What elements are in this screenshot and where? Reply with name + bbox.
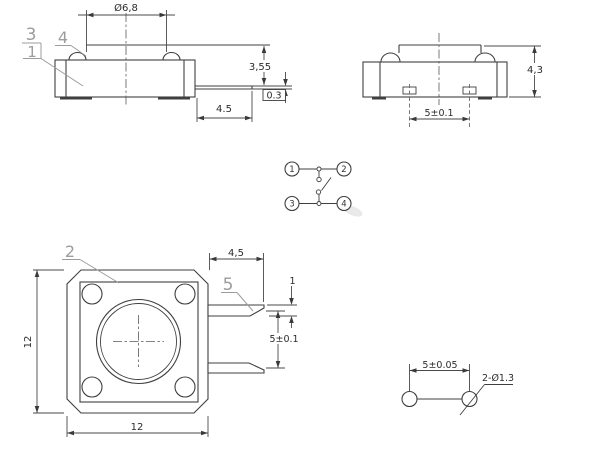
dim-lead-length-top: 4,5: [209, 248, 264, 302]
dim-text-lead-thickness: 0.3: [266, 91, 281, 102]
node-top: [316, 166, 322, 172]
dim-text-hole-size: 2-Ø1.3: [482, 373, 514, 384]
pin1-number: 1: [289, 165, 294, 175]
dim-text-hole-pitch: 5±0.05: [422, 360, 457, 371]
top-inner-square: [79, 281, 199, 403]
ref-label-base: 1: [27, 43, 37, 61]
dim-lead-thickness: 0.3: [252, 72, 292, 103]
moving-contact: [315, 189, 322, 195]
dim-text-body-height: 12: [23, 336, 34, 349]
pin3-number: 3: [289, 200, 294, 210]
corner-rivet-bottom-left: [81, 376, 103, 398]
front-cap-plate: [398, 44, 482, 53]
dim-text-lead-length-top: 4,5: [228, 248, 244, 259]
pin4-terminal-circle: [336, 195, 352, 212]
top-body-octagon: [66, 269, 209, 414]
pin2-terminal-circle: [336, 161, 352, 177]
front-foot-right: [478, 97, 492, 100]
button-inner-circle: [100, 303, 177, 380]
schematic-wires: [299, 168, 337, 204]
dim-terminal-pitch: 5±0.1: [409, 84, 470, 127]
dim-text-lead-pitch: 5±0.1: [269, 334, 298, 345]
ref-label-lead: 5: [223, 275, 234, 295]
dim-text-body-width: 12: [131, 422, 144, 433]
side-view: Ø6,8 3,55 0.3 4.5 3: [22, 2, 292, 122]
hole-leader-line: [459, 384, 513, 416]
pin4-number: 4: [341, 200, 346, 210]
lead-lower: [207, 362, 265, 374]
dim-text-height: 3,55: [249, 62, 271, 73]
dim-button-diameter: Ø6,8: [78, 2, 175, 52]
ref-label-cover: 3: [26, 25, 37, 45]
pin1-terminal-circle: [284, 161, 300, 177]
pin3-terminal-circle: [284, 195, 300, 212]
dim-lead-length-side: 4.5: [196, 91, 253, 122]
dim-lead-pitch: 5±0.1: [266, 310, 302, 369]
mounting-hole-right: [461, 390, 478, 408]
ref-leader-base: [23, 58, 84, 87]
side-dome-left: [68, 52, 87, 61]
dim-body-height: 12: [23, 269, 64, 414]
dim-body-width: 12: [66, 416, 209, 437]
dim-lead-width: 1: [267, 276, 297, 328]
ref-leader-button: [62, 259, 120, 284]
node-bottom: [316, 201, 322, 206]
dim-overall-height: 3,55: [243, 46, 278, 85]
switch-lever: [321, 177, 332, 191]
front-walls: [379, 62, 498, 97]
dim-text-lead-width: 1: [289, 276, 295, 287]
lead-upper: [207, 304, 265, 317]
button-outer-circle: [95, 298, 182, 385]
fixed-contact: [316, 176, 322, 183]
pin2-number: 2: [341, 165, 346, 175]
dim-front-height: 4,3: [484, 45, 548, 98]
dim-text-terminal-pitch: 5±0.1: [424, 108, 453, 119]
corner-rivet-bottom-right: [174, 376, 196, 398]
pcb-hole-layout: 2-Ø1.3 5±0.05: [401, 360, 514, 416]
mounting-hole-left: [401, 390, 418, 408]
dim-text-lead-length: 4.5: [216, 104, 232, 115]
front-view: 4,3 5±0.1: [362, 33, 548, 127]
front-dome-right: [474, 52, 496, 63]
front-body-outline: [362, 61, 508, 98]
dim-text-front-height: 4,3: [527, 65, 543, 76]
side-lead: [195, 85, 253, 90]
front-foot-left: [372, 97, 386, 100]
top-crosshair-centerlines: [113, 315, 164, 367]
corner-rivet-top-left: [81, 283, 103, 305]
ref-label-button: 2: [65, 242, 75, 261]
ref-leader-dome: [55, 45, 87, 57]
side-foot-right: [158, 97, 190, 100]
dim-text-diameter: Ø6,8: [114, 2, 138, 14]
circuit-schematic: 1 2 3 4: [284, 161, 363, 217]
front-dome-left: [380, 52, 401, 63]
side-dome-right: [162, 52, 181, 61]
ref-labels-side: 3 1 4: [22, 25, 87, 87]
ref-label-dome: 4: [58, 28, 68, 47]
corner-rivet-top-right: [174, 283, 196, 305]
ref-leader-lead: [221, 292, 254, 312]
ref-labels-top: 2 5: [62, 242, 254, 312]
side-foot-left: [60, 97, 92, 100]
dim-hole-pitch: 5±0.05: [409, 360, 470, 391]
top-view: 12 12 4,5 1 5±0.1: [23, 242, 302, 437]
side-body-outline: [54, 59, 196, 98]
